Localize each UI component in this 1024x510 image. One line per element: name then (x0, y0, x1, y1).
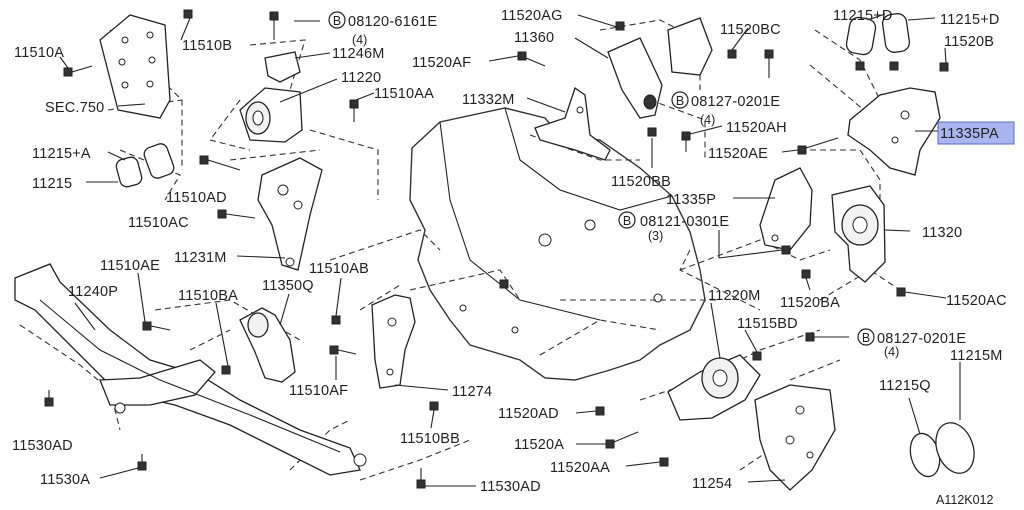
bracket-11335pa (847, 87, 941, 176)
bracket-11335p (759, 167, 813, 251)
label-11215d-2[interactable]: 11215+D (940, 12, 1000, 28)
bracket-11254 (754, 384, 836, 491)
label-11530a[interactable]: 11530A (40, 472, 90, 488)
insulator-11220m (667, 354, 761, 421)
bolt-markers (44, 9, 949, 489)
bolt-marker-icon (671, 91, 689, 109)
label-11254[interactable]: 11254 (692, 476, 732, 492)
label-11220[interactable]: 11220 (341, 70, 381, 86)
bracket-11360 (607, 17, 713, 119)
label-08120-6161e[interactable]: 08120-6161E (348, 14, 437, 30)
leader-lines (59, 13, 961, 487)
label-11240p[interactable]: 11240P (68, 284, 118, 300)
label-08127-0201e-lower[interactable]: 08127-0201E (877, 331, 966, 347)
label-11520bc[interactable]: 11520BC (720, 22, 781, 38)
label-11274[interactable]: 11274 (452, 384, 492, 400)
label-11335p[interactable]: 11335P (666, 192, 716, 208)
label-11215m[interactable]: 11215M (950, 348, 1003, 364)
label-11510ae[interactable]: 11510AE (100, 258, 160, 274)
crossmember-11240p (14, 263, 367, 476)
mount-pad-11215-m (935, 422, 975, 474)
label-11520aa[interactable]: 11520AA (550, 460, 610, 476)
bracket-11332m (534, 86, 611, 161)
label-11510bb[interactable]: 11510BB (400, 431, 460, 447)
label-08121-qty: (3) (648, 229, 663, 243)
label-11520af[interactable]: 11520AF (412, 55, 471, 71)
mount-pad-11215-a (115, 143, 175, 188)
bolt-circle-markers: B B B B (328, 11, 875, 346)
bolt-marker-letter: B (676, 94, 684, 108)
label-08120-qty: (4) (352, 33, 367, 47)
label-11360[interactable]: 11360 (514, 30, 554, 46)
label-11215[interactable]: 11215 (32, 176, 72, 192)
label-11510ad[interactable]: 11510AD (166, 190, 227, 206)
label-11520a[interactable]: 11520A (514, 437, 564, 453)
label-11520ad[interactable]: 11520AD (498, 406, 559, 422)
label-08127-lower-qty: (4) (884, 345, 899, 359)
label-11510af[interactable]: 11510AF (289, 383, 348, 399)
selected-part-highlight (937, 121, 1015, 145)
label-11520bb[interactable]: 11520BB (611, 174, 671, 190)
label-11510aa[interactable]: 11510AA (374, 86, 434, 102)
label-11510a[interactable]: 11510A (14, 45, 64, 61)
engine-block (409, 107, 706, 381)
diagram-reference-code: A112K012 (936, 493, 994, 507)
label-11246m[interactable]: 11246M (332, 46, 385, 62)
label-11520ag[interactable]: 11520AG (501, 8, 563, 24)
label-11530ad[interactable]: 11530AD (12, 438, 73, 454)
bolt-marker-letter: B (623, 214, 631, 228)
label-11320[interactable]: 11320 (922, 225, 962, 241)
label-11520ac[interactable]: 11520AC (946, 293, 1007, 309)
label-sec750[interactable]: SEC.750 (45, 100, 104, 116)
label-11335pa[interactable]: 11335PA (940, 126, 999, 142)
mount-pad-11215-d (845, 13, 911, 56)
label-11510ba[interactable]: 11510BA (178, 288, 238, 304)
label-08127-0201e-upper[interactable]: 08127-0201E (691, 94, 780, 110)
bolt-marker-letter: B (333, 14, 341, 28)
part-labels: 11510A 11510B SEC.750 08120-6161E (4) 11… (12, 8, 1007, 507)
bracket-plate-sec750 (99, 14, 171, 119)
label-11350q[interactable]: 11350Q (262, 278, 314, 294)
label-11510ab[interactable]: 11510AB (309, 261, 369, 277)
bracket-11350q (239, 307, 296, 383)
label-08127-upper-qty: (4) (700, 113, 715, 127)
label-11520ba[interactable]: 11520BA (780, 295, 840, 311)
label-11520b[interactable]: 11520B (944, 34, 994, 50)
label-11215d-1[interactable]: 11215+D (833, 8, 893, 24)
bracket-11274 (371, 294, 416, 389)
bolt-marker-icon (618, 211, 636, 229)
bolt-marker-icon (328, 11, 346, 29)
label-11215q[interactable]: 11215Q (879, 378, 931, 394)
bolt-marker-icon (857, 328, 875, 346)
label-11215a[interactable]: 11215+A (32, 146, 91, 162)
bolt-marker-letter: B (862, 331, 870, 345)
label-11515bd[interactable]: 11515BD (737, 316, 798, 332)
bracket-11231m (257, 157, 323, 271)
label-11520ah[interactable]: 11520AH (726, 120, 787, 136)
bracket-11246m (264, 51, 301, 83)
label-08121-0301e[interactable]: 08121-0301E (640, 214, 729, 230)
label-11510ac[interactable]: 11510AC (128, 215, 189, 231)
label-11520ae[interactable]: 11520AE (708, 146, 768, 162)
label-11530ad-lower[interactable]: 11530AD (480, 479, 541, 495)
label-11332m[interactable]: 11332M (462, 92, 515, 108)
label-11220m[interactable]: 11220M (708, 288, 761, 304)
label-11510b[interactable]: 11510B (182, 38, 232, 54)
label-11231m[interactable]: 11231M (174, 250, 227, 266)
insulator-11220 (239, 87, 303, 143)
insulator-11320 (831, 185, 886, 283)
